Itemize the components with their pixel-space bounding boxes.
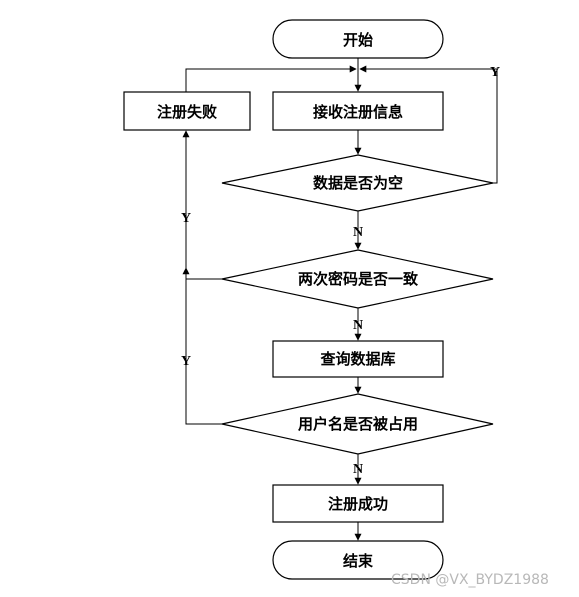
register-fail-node: 注册失败 (123, 91, 251, 131)
edge-empty-check-yes-loop (359, 65, 498, 184)
username-check-label: 用户名是否被占用 (298, 415, 418, 433)
receive-info-label: 接收注册信息 (313, 103, 403, 121)
username-check-no-label: N (353, 462, 363, 477)
empty-check-yes-label: Y (490, 65, 500, 80)
password-check-label: 两次密码是否一致 (298, 270, 419, 288)
password-check-yes-label: Y (181, 211, 191, 226)
end-node: 结束 (272, 540, 444, 580)
username-check-decision: 用户名是否被占用 (221, 393, 494, 455)
empty-check-no-label: N (353, 225, 363, 240)
edge-username-check-yes (182, 267, 222, 425)
password-check-no-label: N (353, 318, 363, 333)
edge-fail-to-receive (185, 65, 357, 92)
edge-password-check-yes (182, 130, 222, 280)
start-node: 开始 (272, 19, 444, 59)
receive-info-node: 接收注册信息 (272, 91, 444, 131)
register-fail-label: 注册失败 (157, 103, 217, 121)
watermark: CSDN @VX_BYDZ1988 (391, 572, 549, 588)
password-check-decision: 两次密码是否一致 (221, 249, 494, 309)
username-check-yes-label: Y (181, 354, 191, 369)
register-success-node: 注册成功 (272, 484, 444, 523)
query-db-node: 查询数据库 (272, 340, 444, 378)
empty-check-label: 数据是否为空 (313, 174, 403, 192)
end-label: 结束 (343, 552, 374, 570)
register-success-label: 注册成功 (328, 495, 388, 513)
start-label: 开始 (343, 31, 373, 49)
query-db-label: 查询数据库 (320, 350, 395, 368)
empty-check-decision: 数据是否为空 (221, 154, 494, 212)
